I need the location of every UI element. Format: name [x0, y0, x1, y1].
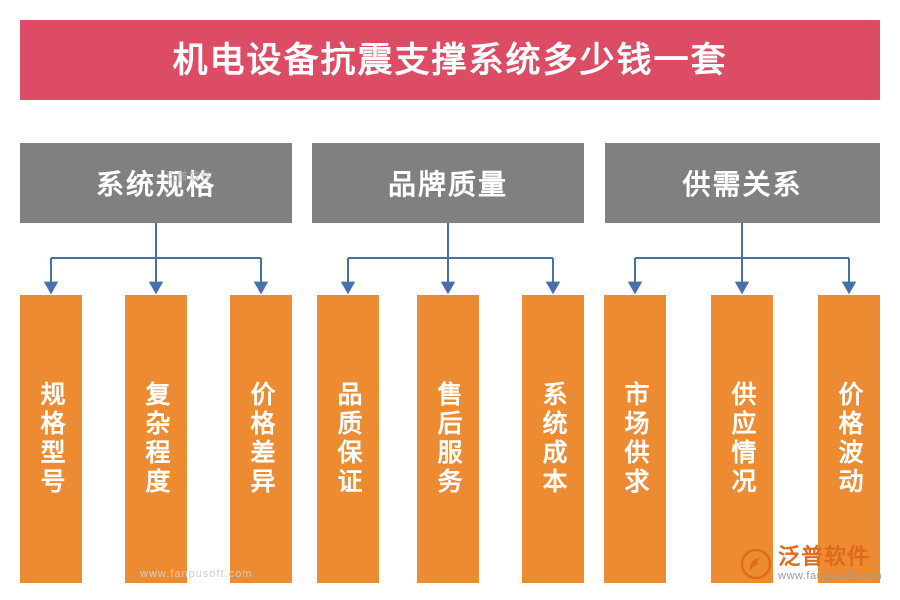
- category-box-system-spec[interactable]: 系统规格: [20, 143, 292, 223]
- category-label: 品牌质量: [387, 169, 508, 200]
- logo-name: 泛普软件: [778, 544, 871, 569]
- category-label: 系统规格: [95, 169, 216, 200]
- leaf-box[interactable]: 市场供求: [604, 295, 666, 583]
- leaf-box[interactable]: 供应情况: [711, 295, 773, 583]
- leaf-box[interactable]: 价格波动: [818, 295, 880, 583]
- leaf-box[interactable]: 规格型号: [20, 295, 82, 583]
- leaf-label: 规格型号: [37, 381, 65, 497]
- brand-logo: 泛普软件 www.fanpusoft.com: [740, 546, 882, 582]
- watermark-center: 泛普软件: [165, 171, 213, 183]
- category-box-brand-quality[interactable]: 品牌质量: [312, 143, 584, 223]
- leaf-box[interactable]: 复杂程度: [125, 295, 187, 583]
- leaf-box[interactable]: 系统成本: [522, 295, 584, 583]
- logo-url: www.fanpusoft.com: [778, 570, 882, 582]
- leaf-label: 品质保证: [334, 381, 362, 497]
- leaf-label: 供应情况: [728, 381, 756, 497]
- fanpu-logo-icon: [740, 548, 772, 580]
- logo-text: 泛普软件 www.fanpusoft.com: [778, 546, 882, 582]
- title-banner: 机电设备抗震支撑系统多少钱一套: [20, 20, 880, 100]
- leaf-box[interactable]: 售后服务: [417, 295, 479, 583]
- watermark-bottom: www.fanpusoft.com: [140, 568, 253, 580]
- leaf-box[interactable]: 品质保证: [317, 295, 379, 583]
- leaf-box[interactable]: 价格差异: [230, 295, 292, 583]
- page-title: 机电设备抗震支撑系统多少钱一套: [172, 40, 728, 80]
- leaf-label: 价格差异: [247, 381, 275, 497]
- leaf-label: 系统成本: [539, 381, 567, 497]
- leaf-label: 复杂程度: [142, 381, 170, 497]
- leaf-label: 市场供求: [621, 381, 649, 497]
- category-label: 供需关系: [682, 169, 803, 200]
- leaf-label: 价格波动: [835, 381, 863, 497]
- leaf-label: 售后服务: [434, 381, 462, 497]
- category-box-supply-demand[interactable]: 供需关系: [605, 143, 880, 223]
